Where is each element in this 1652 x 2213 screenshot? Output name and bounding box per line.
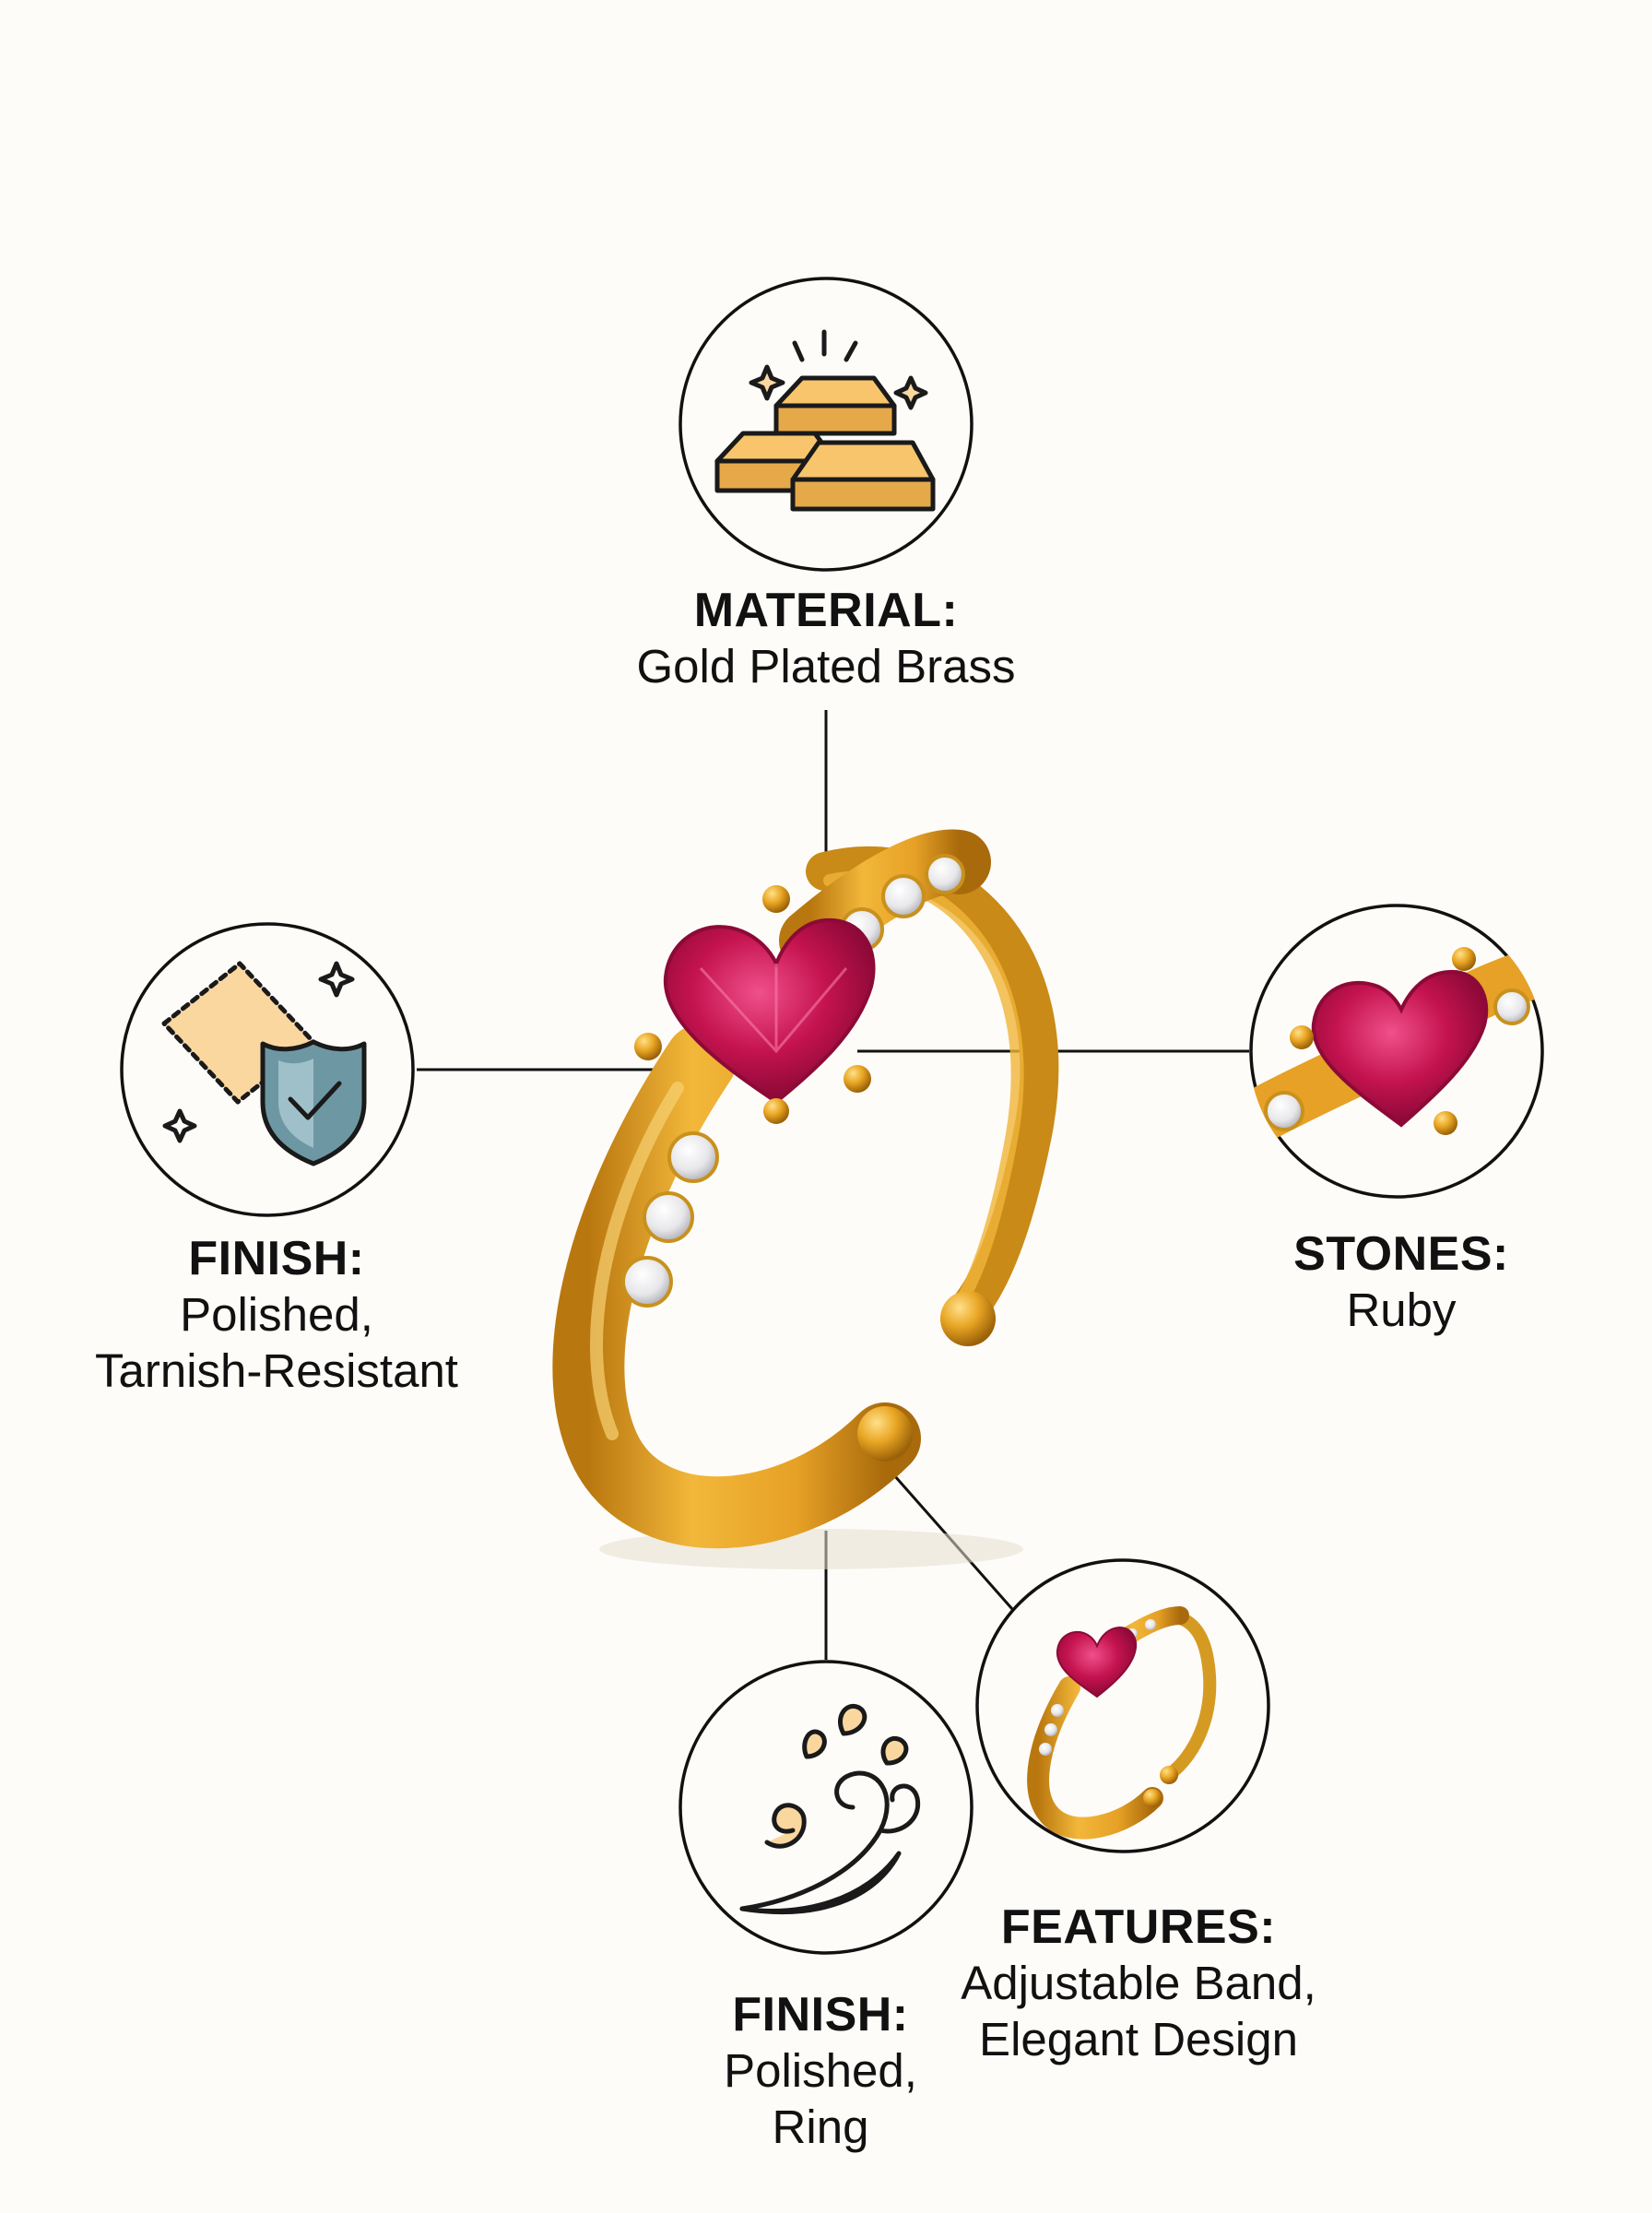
ring-product-image [552,829,1059,1569]
finish-bottom-value-line-1: Polished, [724,2044,917,2098]
finish-left-label: FINISH: Polished, Tarnish-Resistant [37,1231,516,1399]
features-value-line-2: Elegant Design [979,2012,1298,2065]
features-label: FEATURES: Adjustable Band, Elegant Desig… [913,1899,1364,2067]
swirl-splash-icon [739,1703,921,1914]
stones-icon-circle [1249,904,1544,1199]
finish-bottom-label: FINISH: Polished, Ring [645,1987,996,2155]
finish-left-value-line-1: Polished, [180,1288,373,1342]
finish-bottom-icon-circle [678,1660,974,1955]
finish-bottom-heading: FINISH: [732,1988,909,2041]
material-heading: MATERIAL: [693,584,959,637]
material-label: MATERIAL: Gold Plated Brass [549,583,1103,695]
shield-check-icon [161,961,367,1166]
stones-value: Ruby [1346,1284,1457,1337]
finish-bottom-value-line-2: Ring [772,2100,869,2153]
finish-left-value-line-2: Tarnish-Resistant [95,1343,458,1397]
material-value: Gold Plated Brass [636,640,1016,693]
material-icon-circle [678,277,974,572]
finish-left-heading: FINISH: [188,1232,365,1285]
gold-bars-icon [714,329,936,512]
features-icon-circle [975,1558,1270,1853]
ring-thumbnail [1027,1606,1217,1840]
stones-label: STONES: Ruby [1217,1226,1586,1339]
features-value-line-1: Adjustable Band, [961,1957,1316,2010]
stones-heading: STONES: [1293,1227,1509,1281]
features-heading: FEATURES: [1000,1900,1277,1954]
finish-left-icon-circle [120,922,415,1217]
